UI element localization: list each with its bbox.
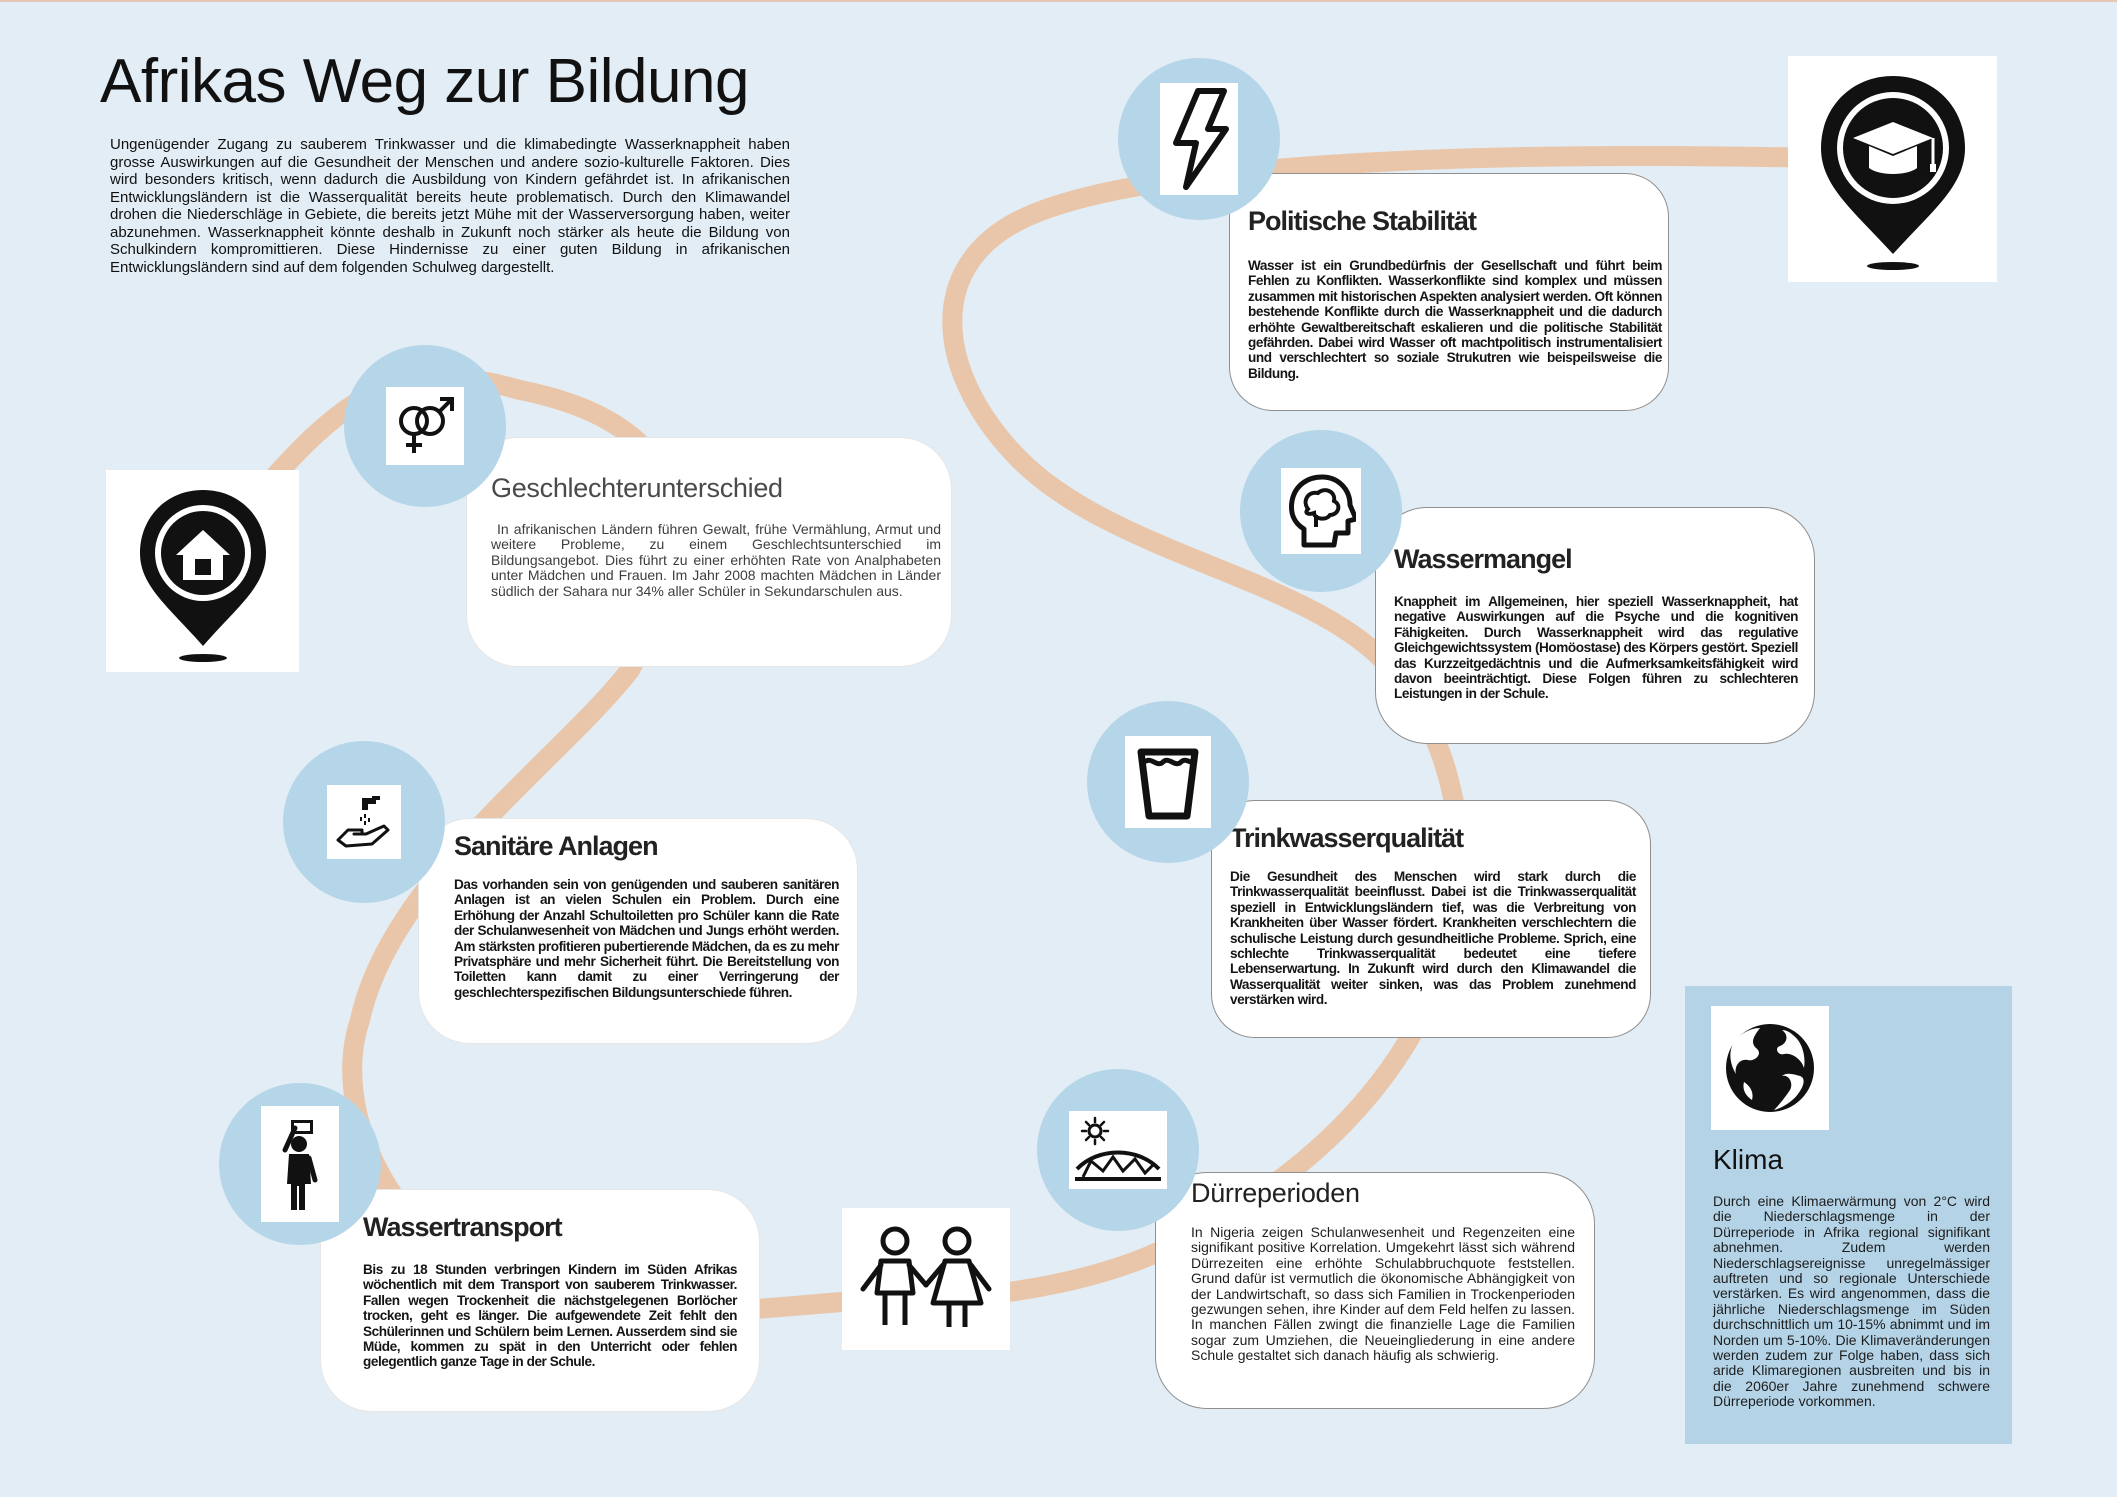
circle-wassermangel [1240,430,1402,592]
graduation-pin-icon [1820,76,1965,270]
card-text: Die Gesundheit des Menschen wird stark d… [1230,869,1636,1008]
children-icon [860,1226,992,1327]
top-border [0,0,2117,2]
card-title: Geschlechterunterschied [491,473,783,503]
card-wassermangel: Wassermangel Knappheit im Allgemeinen, h… [1375,507,1815,744]
card-politische-stabilitaet: Politische Stabilität Wasser ist ein Gru… [1229,173,1669,411]
card-text: Wasser ist ein Grundbedürfnis der Gesell… [1248,258,1662,381]
lightning-icon [1173,88,1229,190]
card-text: Bis zu 18 Stunden verbringen Kindern im … [363,1262,737,1370]
card-sanitaere-anlagen: Sanitäre Anlagen Das vorhanden sein von … [418,818,858,1044]
card-wassertransport: Wassertransport Bis zu 18 Stunden verbri… [320,1189,760,1412]
circle-trinkwasserqualitaet [1087,701,1249,863]
card-text: In Nigeria zeigen Schulanwesenheit und R… [1191,1224,1575,1364]
klima-panel: Klima Durch eine Klimaerwärmung von 2°C … [1685,986,2012,1444]
card-title: Trinkwasserqualität [1230,823,1464,853]
card-title: Wassertransport [363,1212,563,1242]
card-title: Dürreperioden [1191,1178,1360,1208]
intro-text: Ungenügender Zugang zu sauberem Trinkwas… [110,136,790,276]
handwashing-icon [336,796,390,848]
home-pin-icon [139,490,266,662]
card-trinkwasserqualitaet: Trinkwasserqualität Die Gesundheit des M… [1211,800,1651,1038]
end-marker [1788,56,1997,282]
card-duerreperioden: Dürreperioden In Nigeria zeigen Schulanw… [1155,1172,1595,1409]
globe-icon [1726,1024,1814,1112]
water-carrier-icon [282,1120,318,1210]
gender-icon [399,397,454,453]
circle-wassertransport [219,1083,381,1245]
klima-text: Durch eine Klimaerwärmung von 2°C wird d… [1713,1193,1990,1410]
children-marker [842,1208,1010,1350]
circle-duerreperioden [1037,1069,1199,1231]
card-text: Das vorhanden sein von genügenden und sa… [454,877,839,1000]
card-geschlechterunterschied: Geschlechterunterschied In afrikanischen… [466,437,952,667]
circle-politische-stabilitaet [1118,58,1280,220]
klima-title: Klima [1713,1144,1784,1175]
drought-icon [1075,1116,1161,1181]
start-marker [106,470,299,672]
page-title: Afrikas Weg zur Bildung [100,47,749,116]
head-icon [1289,474,1356,548]
circle-sanitaere-anlagen [283,741,445,903]
circle-geschlechterunterschied [344,345,506,507]
water-glass-icon [1137,748,1199,820]
card-title: Wassermangel [1394,544,1573,574]
card-text: In afrikanischen Ländern führen Gewalt, … [491,521,941,599]
card-text: Knappheit im Allgemeinen, hier speziell … [1394,594,1798,702]
card-title: Sanitäre Anlagen [454,831,659,861]
card-title: Politische Stabilität [1248,206,1477,236]
